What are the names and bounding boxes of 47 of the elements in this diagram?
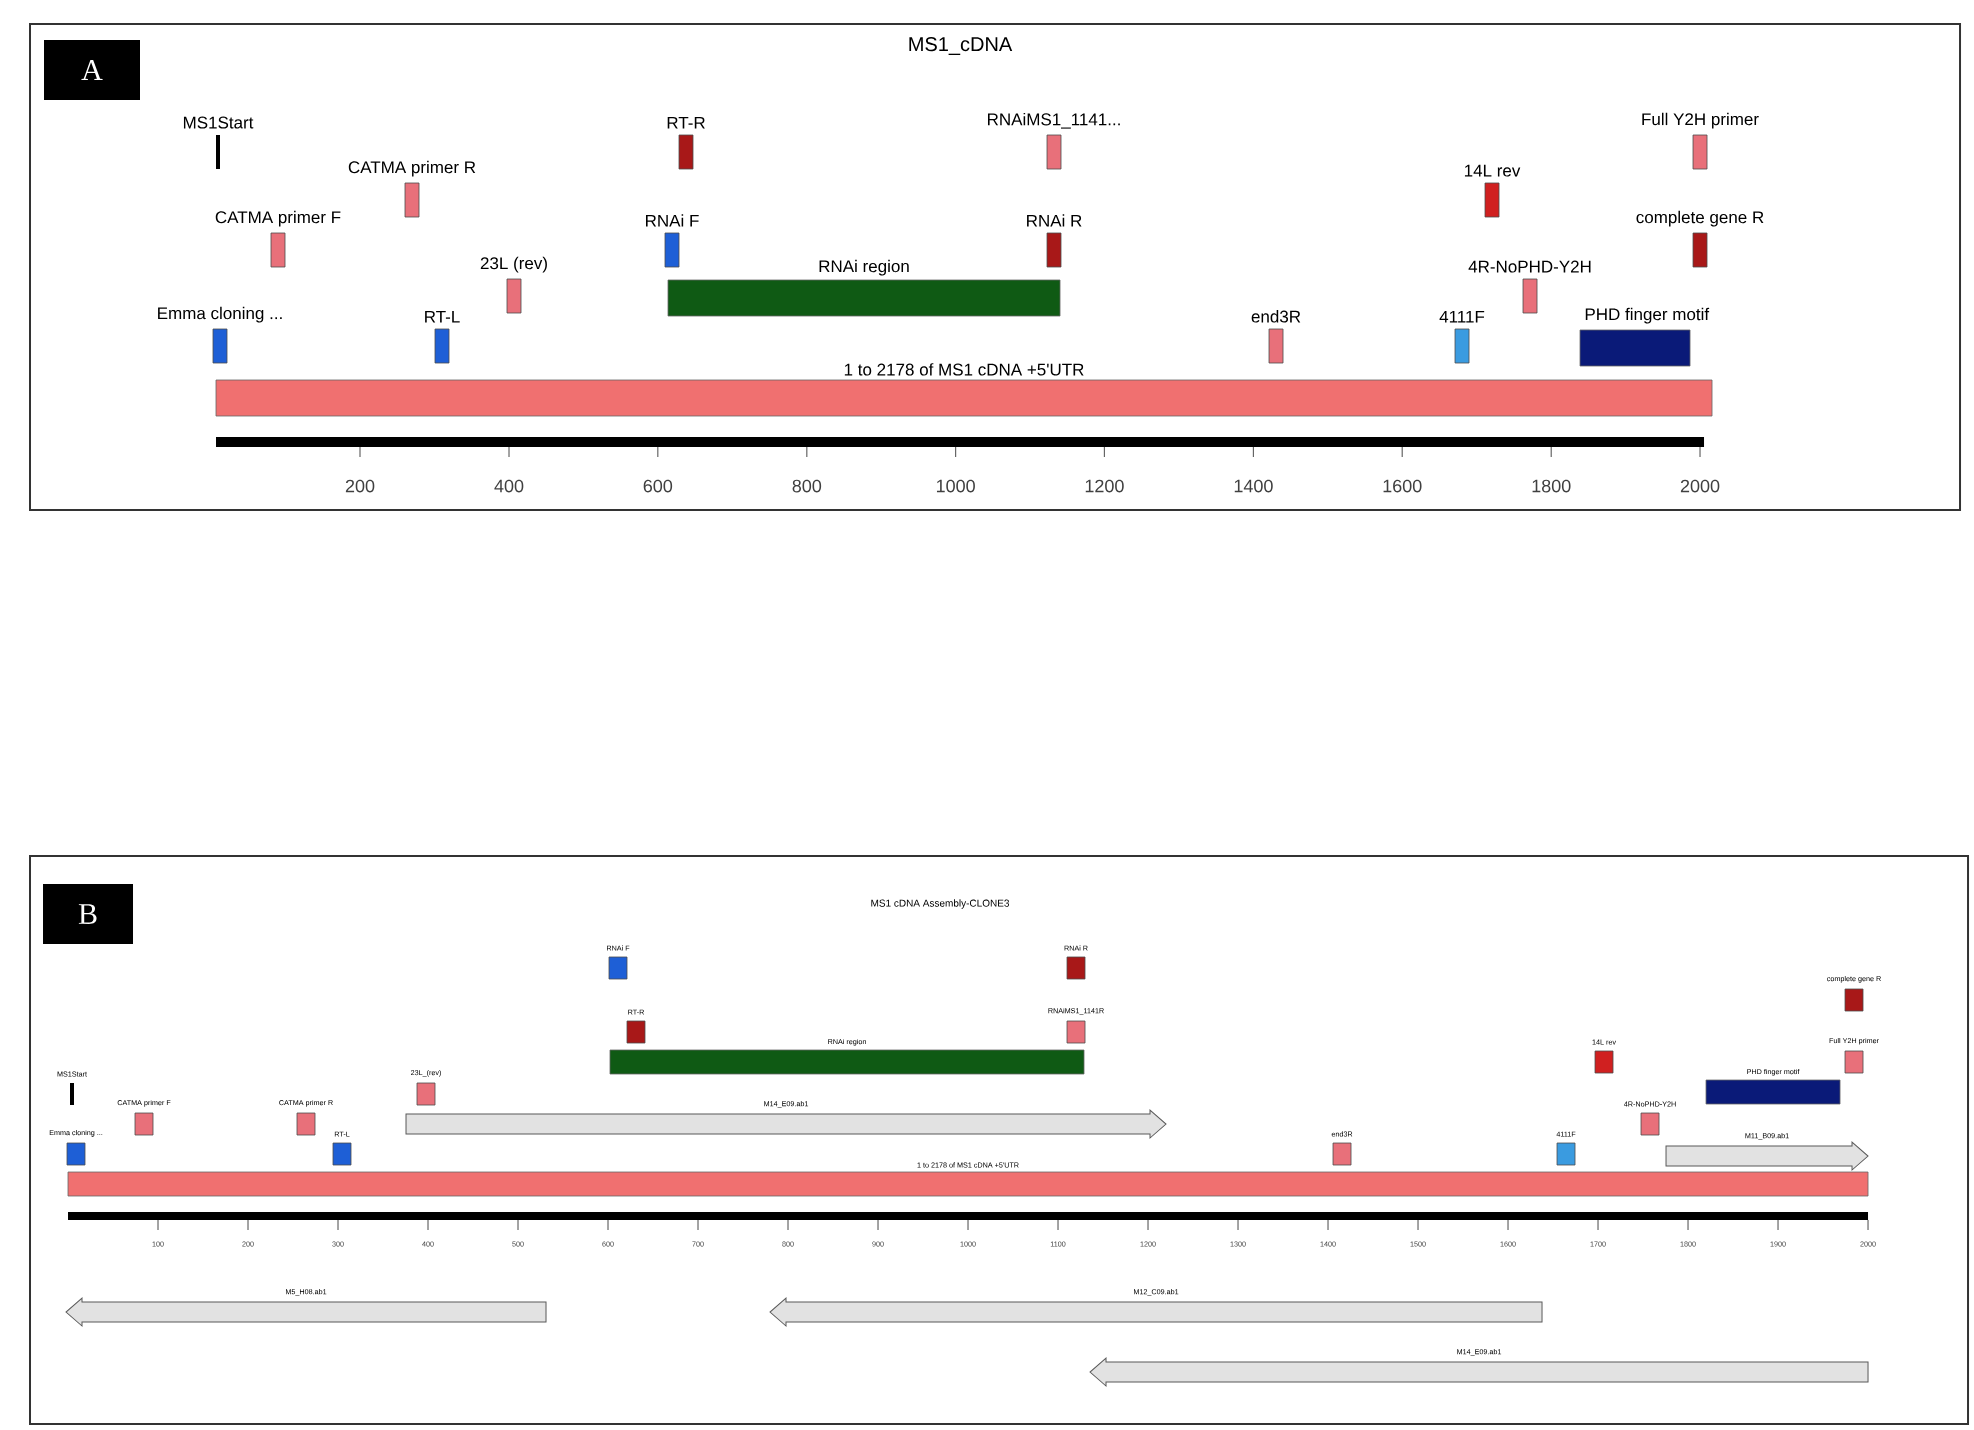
axis-label: 800: [792, 479, 822, 493]
node-label: complete gene R: [1636, 210, 1764, 227]
primer-mark: RNAiMS1_1141...: [988, 112, 1120, 170]
axis-label: 2000: [1680, 479, 1720, 493]
primer-mark: Full Y2H primer: [1642, 112, 1759, 170]
axis-label: 600: [643, 479, 673, 493]
axis-label: 1000: [936, 479, 975, 493]
panel-letter: B: [43, 884, 133, 944]
primer-mark: RT-L: [425, 310, 460, 364]
node-label: RNAi region: [819, 259, 909, 276]
node-label: CATMA primer F: [215, 210, 341, 227]
node-label: RNAi F: [646, 214, 699, 227]
node-label: RNAiMS1_1141...: [987, 112, 1120, 129]
node-label: 4111F: [1439, 310, 1485, 323]
axis-label: 400: [494, 479, 524, 493]
node-label: 4R-NoPHD-Y2H: [1468, 260, 1591, 273]
primer-mark: complete gene R: [1636, 210, 1764, 268]
axis-label: 1400: [1234, 479, 1273, 493]
node-label: 14L rev: [1464, 164, 1521, 177]
node-label: RT-R: [667, 116, 705, 129]
node-label: Emma cloning ...: [158, 306, 282, 323]
axis-label: 200: [345, 479, 375, 493]
node-label: Full Y2H primer: [1642, 112, 1759, 129]
primer-mark: 23L (rev): [480, 256, 547, 314]
node-label: PHD finger motif: [1585, 307, 1710, 324]
node-label: CATMA primer R: [348, 160, 476, 177]
primer-mark: CATMA primer R: [348, 160, 476, 218]
panel-title: MS1_cDNA: [909, 37, 1013, 55]
axis-label: 1600: [1383, 479, 1422, 493]
node-label: 23L (rev): [480, 256, 547, 273]
primer-mark: RT-R: [667, 116, 705, 170]
feature-bar: PHD finger motif: [1579, 307, 1710, 367]
panel-letter: A: [44, 40, 140, 100]
node-label: RT-L: [425, 310, 460, 323]
primer-mark: 4111F: [1439, 310, 1485, 364]
node-label: end3R: [1251, 310, 1301, 323]
axis-label: 1800: [1532, 479, 1571, 493]
primer-mark: end3R: [1251, 310, 1301, 364]
primer-mark: Emma cloning ...: [158, 306, 282, 364]
feature-bar: 1 to 2178 of MS1 cDNA +5'UTR: [215, 363, 1713, 417]
axis-label: 1200: [1085, 479, 1124, 493]
primer-mark: MS1Start: [183, 116, 254, 169]
primer-mark: CATMA primer F: [215, 210, 341, 268]
node-label: MS1Start: [183, 116, 254, 129]
node-label: 1 to 2178 of MS1 cDNA +5'UTR: [844, 363, 1084, 376]
primer-mark: 14L rev: [1464, 164, 1521, 218]
node-label: RNAi R: [1027, 214, 1082, 227]
